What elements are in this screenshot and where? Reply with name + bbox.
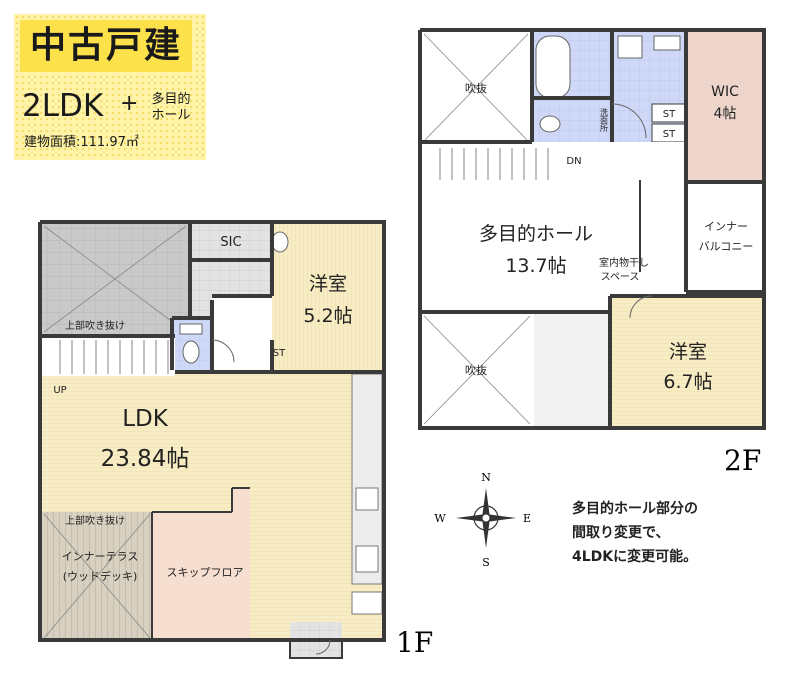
floor-1: SIC 洋室 5.2帖 上部吹き抜け UP LDK 23.84帖 ST 上部吹き… xyxy=(38,220,433,659)
room-label-western: 洋室 xyxy=(309,273,347,295)
label-st-1f: ST xyxy=(273,348,286,359)
floor1-stairs xyxy=(40,336,175,376)
room-label-inner-balcony-1: インナー xyxy=(704,220,748,233)
compass-w: W xyxy=(434,512,446,525)
bathtub-icon xyxy=(535,35,571,99)
washbasin-icon xyxy=(271,231,289,253)
badge-area: 建物面積:111.97㎡ xyxy=(24,135,139,150)
note-line-2: 間取り変更で、 xyxy=(572,525,670,541)
label-st-2f-2: ST xyxy=(663,129,676,140)
room-size-western-2f: 6.7帖 xyxy=(663,371,712,393)
fridge-icon xyxy=(351,591,383,615)
label-void-top: 吹抜 xyxy=(465,81,487,95)
room-label-wood-deck: (ウッドデッキ) xyxy=(63,569,138,583)
label-wash: 洗面所 xyxy=(600,107,609,133)
label-void-bottom: 吹抜 xyxy=(465,363,487,377)
kitchen-sink-icon xyxy=(355,487,379,511)
floor2-corridor xyxy=(534,312,610,428)
room-label-inner-terrace: インナーテラス xyxy=(62,550,139,563)
wash-door-icon xyxy=(611,103,647,139)
label-drying-2: スペース xyxy=(601,272,640,283)
badge-layout: 2LDK xyxy=(22,88,104,124)
room-label-wic: WIC xyxy=(711,84,739,100)
room-label-sic: SIC xyxy=(220,235,241,250)
toilet-tank-icon xyxy=(179,323,203,335)
compass-icon: N S E W xyxy=(434,471,531,569)
badge-extra: 多目的 ホール xyxy=(140,92,202,124)
label-open-top-2: 上部吹き抜け xyxy=(65,514,125,527)
note-line-3: 4LDKに変更可能。 xyxy=(572,549,698,565)
compass-n: N xyxy=(481,471,491,484)
toilet-icon xyxy=(182,340,200,364)
label-open-top-1: 上部吹き抜け xyxy=(65,319,125,332)
label-dn: DN xyxy=(566,156,581,167)
floor2-western-room xyxy=(610,296,764,428)
entry-door-icon xyxy=(315,639,331,655)
compass-s: S xyxy=(482,556,490,569)
washbasin-2f-icon xyxy=(653,35,681,51)
room-label-inner-balcony-2: バルコニー xyxy=(699,240,754,253)
badge-title: 中古戸建 xyxy=(20,20,192,72)
kitchen-stove-icon xyxy=(355,545,379,573)
note-line-1: 多目的ホール部分の xyxy=(572,501,698,517)
room-label-skip-floor: スキップフロア xyxy=(167,566,244,579)
label-st-2f-1: ST xyxy=(663,109,676,120)
label-drying-1: 室内物干し xyxy=(599,256,649,269)
room-label-hall: 多目的ホール xyxy=(479,223,593,245)
room-size-western: 5.2帖 xyxy=(303,305,352,327)
toilet-door-icon xyxy=(211,339,235,363)
room-label-western-2f: 洋室 xyxy=(669,341,707,363)
compass-e: E xyxy=(523,512,531,525)
floor-2: 吹抜 WIC 4帖 ST ST 洗面所 DN 多目的ホール 13.7帖 インナー… xyxy=(418,28,766,477)
floor2-wic xyxy=(686,30,764,182)
room-size-ldk: 23.84帖 xyxy=(101,446,190,472)
floor1-entry xyxy=(212,296,272,372)
washing-machine-icon xyxy=(617,35,643,59)
room-size-wic: 4帖 xyxy=(714,106,737,122)
room-label-ldk: LDK xyxy=(122,406,169,432)
floor2-inner-balcony xyxy=(686,182,764,292)
badge-extra-text: 多目的 ホール xyxy=(151,92,191,123)
floor1-western-room xyxy=(272,222,384,372)
badge-plus: + xyxy=(120,91,139,116)
label-up: UP xyxy=(53,385,66,396)
western-door-icon xyxy=(629,295,653,319)
floor-label-1f: 1F xyxy=(396,626,433,659)
floor1-skip-floor xyxy=(152,488,250,640)
toilet-2f-icon xyxy=(539,115,561,133)
floor-label-2f: 2F xyxy=(724,444,761,477)
room-size-hall: 13.7帖 xyxy=(505,255,566,277)
layout-note: 多目的ホール部分の 間取り変更で、 4LDKに変更可能。 xyxy=(572,497,782,569)
